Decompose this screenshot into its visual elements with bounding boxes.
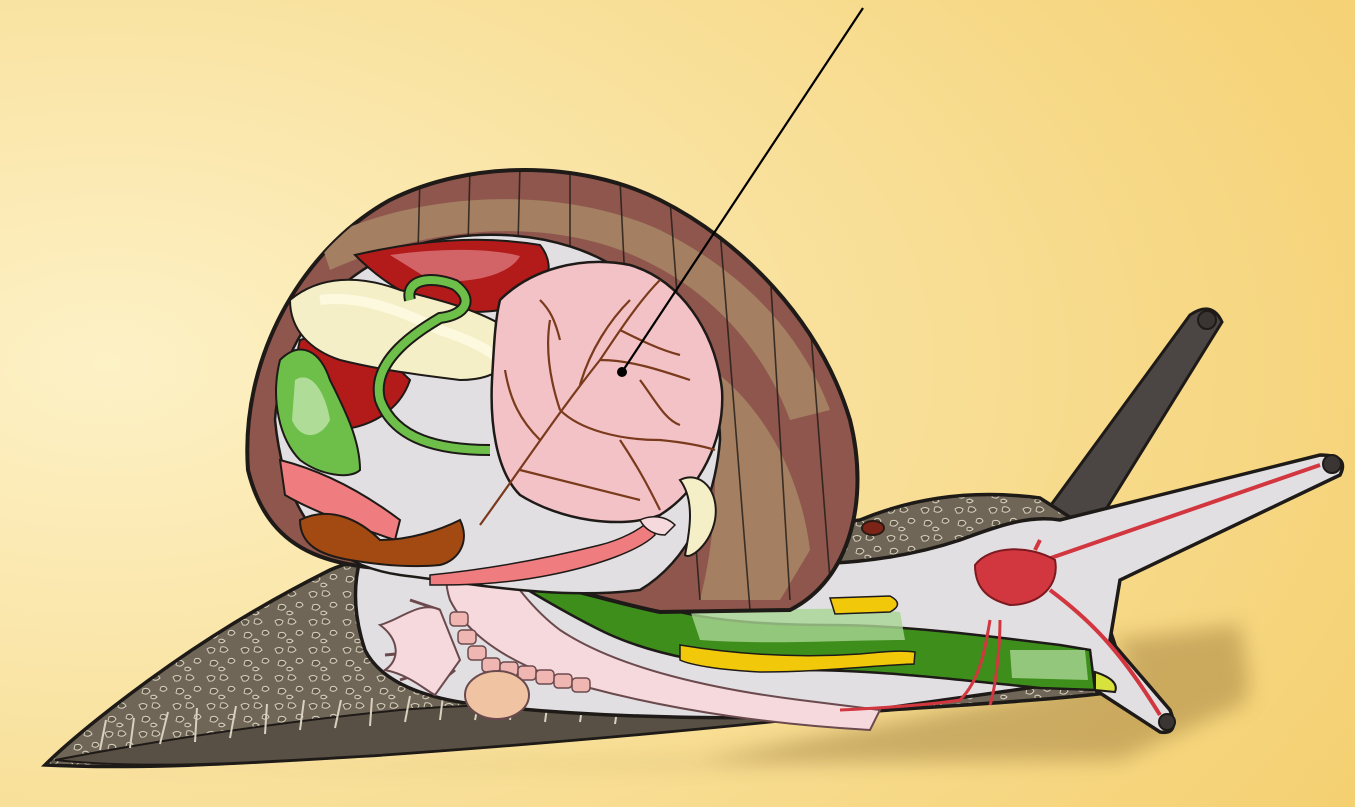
lower-tentacle-tip-icon — [1323, 455, 1341, 473]
respiratory-pore-icon — [862, 521, 884, 535]
pointer-dot-icon — [617, 367, 627, 377]
eye-spot-icon — [1198, 311, 1216, 329]
labial-tentacle-tip-icon — [1159, 714, 1175, 730]
gland-sac — [465, 671, 529, 719]
